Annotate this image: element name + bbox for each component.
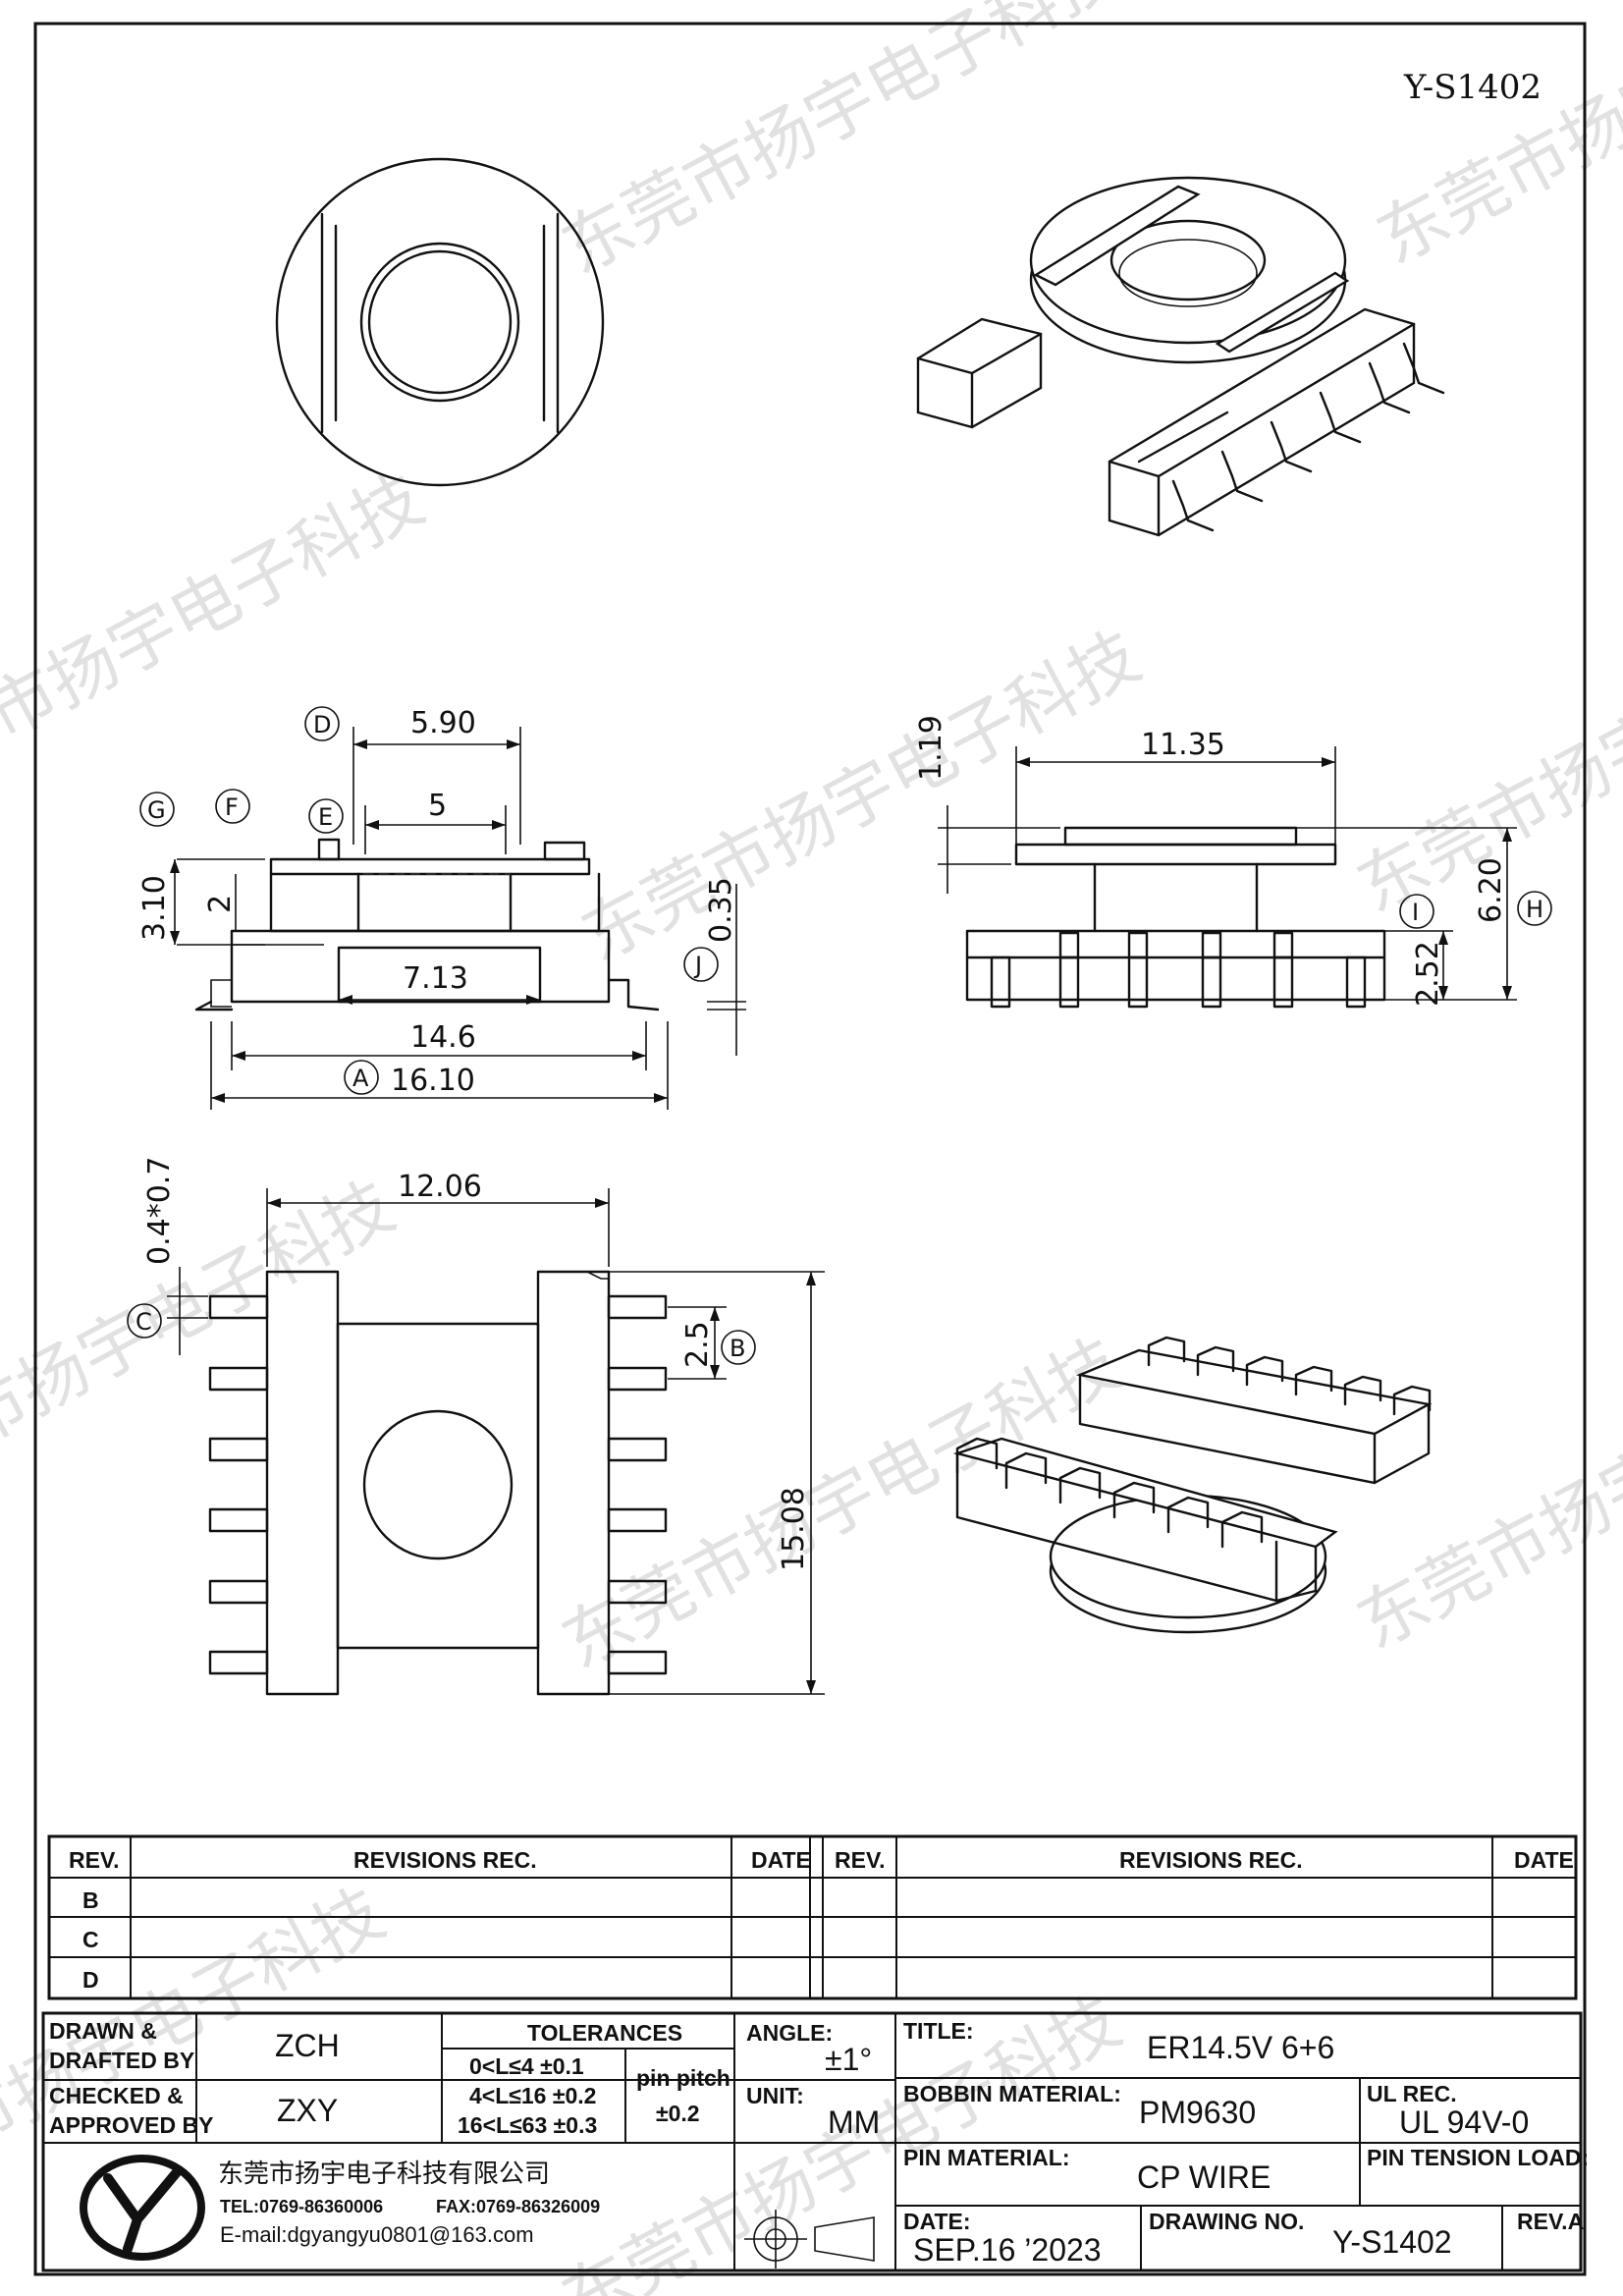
checked-label-2: APPROVED BY — [49, 2112, 213, 2138]
bobbin-material-label: BOBBIN MATERIAL: — [903, 2081, 1121, 2106]
front-view-callouts: D G F E J A — [139, 706, 719, 1095]
projection-symbol-icon — [744, 2210, 875, 2269]
company-name: 东莞市扬宇电子科技有限公司 — [218, 2159, 550, 2189]
title-value: ER14.5V 6+6 — [1147, 2030, 1334, 2065]
tolerances-label: TOLERANCES — [527, 2020, 682, 2046]
bobbin-material-value: PM9630 — [1139, 2095, 1256, 2130]
callout-b: B — [730, 1335, 745, 1362]
title-block: DRAWN & DRAFTED BY ZCH CHECKED & APPROVE… — [41, 2011, 1589, 2272]
date-label: DATE: — [903, 2209, 971, 2234]
drawn-label-1: DRAWN & — [49, 2018, 157, 2044]
rev-header-left: REV. — [69, 1847, 120, 1873]
drawn-label-2: DRAFTED BY — [49, 2048, 194, 2073]
pin-tension-label: PIN TENSION LOAD: — [1367, 2145, 1589, 2170]
dim-12-06: 12.06 — [398, 1170, 482, 1204]
angle-value: ±1° — [825, 2042, 872, 2077]
rev-header-right: REV. — [835, 1847, 886, 1873]
title-label: TITLE: — [903, 2018, 974, 2044]
date-header-left: DATE — [751, 1847, 811, 1873]
dim-7-13: 7.13 — [403, 961, 468, 996]
ul-rec-label: UL REC. — [1367, 2081, 1457, 2106]
unit-label: UNIT: — [746, 2083, 804, 2108]
callout-d: D — [313, 711, 331, 738]
ul-rec-value: UL 94V-0 — [1399, 2105, 1529, 2140]
revision-tables: REV. REVISIONS REC. DATE REV. REVISIONS … — [47, 1834, 1578, 2000]
pin-material-value: CP WIRE — [1137, 2159, 1271, 2195]
rev-label: REV.A — [1517, 2209, 1584, 2234]
side-view — [965, 826, 1386, 1009]
drawing-no-label: DRAWING NO. — [1149, 2209, 1304, 2234]
checked-value: ZXY — [277, 2093, 338, 2128]
dim-2-52: 2.52 — [1411, 941, 1445, 1007]
callout-h: H — [1526, 896, 1543, 923]
dim-16-10: 16.10 — [391, 1064, 475, 1098]
callout-j: J — [693, 952, 702, 979]
drawing-no-value: Y-S1402 — [1332, 2224, 1452, 2260]
company-logo-icon — [80, 2155, 205, 2261]
unit-value: MM — [828, 2105, 880, 2140]
watermark-7: 东莞市扬宇电子科技 — [549, 1323, 1133, 1684]
angle-label: ANGLE: — [746, 2020, 833, 2046]
dim-11-35: 11.35 — [1141, 728, 1225, 762]
tolerance-2: 4<L≤16 ±0.2 — [469, 2083, 596, 2108]
date-header-right: DATE — [1514, 1847, 1574, 1873]
bottom-view-dimensions: 12.06 0.4*0.7 C 2.5 B 15.08 — [127, 1157, 825, 1695]
sheet-border — [33, 22, 1587, 2276]
dim-3-10: 3.10 — [137, 875, 172, 941]
rev-row-d: D — [82, 1967, 99, 1993]
company-fax: FAX:0769-86326009 — [436, 2197, 600, 2216]
watermark-3: 东莞市扬宇电子科技 — [0, 459, 436, 820]
isometric-view-bottom — [952, 1336, 1433, 1634]
revisions-header-right: REVISIONS REC. — [1119, 1847, 1303, 1873]
dim-5: 5 — [428, 789, 447, 823]
callout-a: A — [352, 1065, 369, 1092]
dim-6-20: 6.20 — [1474, 857, 1508, 923]
drawing-code-top: Y-S1402 — [1403, 68, 1542, 107]
drawn-value: ZCH — [275, 2028, 340, 2063]
dim-2: 2 — [203, 895, 238, 913]
revisions-header-left: REVISIONS REC. — [353, 1847, 537, 1873]
checked-label-1: CHECKED & — [49, 2083, 184, 2108]
tolerance-1: 0<L≤4 ±0.1 — [469, 2053, 584, 2079]
callout-f: F — [225, 793, 239, 821]
company-email: E-mail:dgyangyu0801@163.com — [220, 2222, 534, 2247]
watermark-6: 东莞市扬宇电子科技 — [0, 1166, 406, 1527]
dim-14-6: 14.6 — [410, 1020, 476, 1055]
pin-material-label: PIN MATERIAL: — [903, 2145, 1070, 2170]
top-view — [275, 157, 605, 487]
callout-e: E — [318, 803, 333, 831]
callout-i: I — [1412, 899, 1419, 926]
rev-row-b: B — [82, 1887, 99, 1913]
dim-15-08: 15.08 — [777, 1487, 811, 1571]
dim-1-19: 1.19 — [914, 715, 948, 781]
tolerance-3: 16<L≤63 ±0.3 — [458, 2112, 597, 2138]
callout-c: C — [135, 1308, 152, 1336]
watermark-4: 东莞市扬宇电子科技 — [568, 616, 1153, 977]
dim-0-4x0-7: 0.4*0.7 — [142, 1157, 177, 1265]
bottom-view — [208, 1270, 668, 1696]
pin-pitch-value: ±0.2 — [656, 2101, 700, 2126]
date-value: SEP.16 ’2023 — [913, 2232, 1102, 2268]
dim-5-90: 5.90 — [410, 706, 476, 740]
pin-pitch-label: pin pitch — [636, 2065, 730, 2091]
company-tel: TEL:0769-86360006 — [220, 2197, 383, 2216]
callout-g: G — [147, 796, 166, 824]
watermark-8: 东莞市扬宇电子科技 — [1344, 1303, 1623, 1665]
dim-0-35: 0.35 — [704, 877, 738, 943]
isometric-view-top — [916, 176, 1445, 537]
dim-2-5: 2.5 — [680, 1321, 715, 1368]
front-view-dimensions: 5.90 5 3.10 2 0.35 7.13 14.6 16.10 — [137, 706, 746, 1110]
rev-row-c: C — [82, 1927, 99, 1952]
side-view-dimensions: 11.35 1.19 6.20 2.52 I H — [914, 715, 1552, 1007]
front-view — [194, 838, 660, 1011]
